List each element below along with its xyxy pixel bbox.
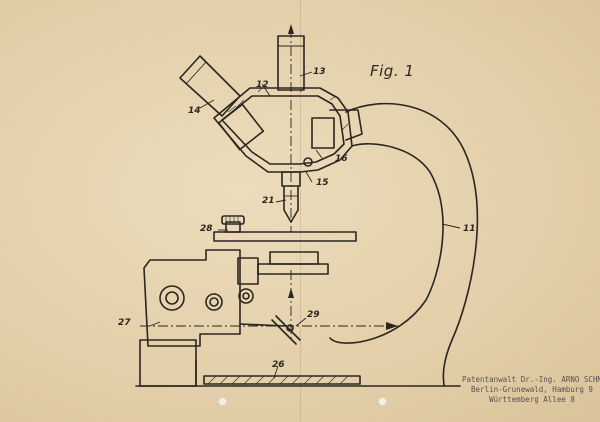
label-11: 11 bbox=[463, 224, 476, 234]
label-26: 26 bbox=[272, 360, 285, 370]
illumination-arrow bbox=[386, 322, 398, 330]
stamp-line-2: Berlin-Grunewald, Hamburg 9 bbox=[471, 385, 593, 394]
label-13: 13 bbox=[313, 67, 326, 77]
mirror bbox=[239, 315, 301, 345]
stage bbox=[213, 215, 357, 242]
label-14: 14 bbox=[188, 106, 201, 116]
stand-arm bbox=[329, 102, 479, 387]
label-28: 28 bbox=[200, 224, 213, 234]
vertical-tube bbox=[277, 35, 305, 91]
leader-lines bbox=[149, 71, 461, 379]
label-27: 27 bbox=[118, 318, 131, 328]
base bbox=[135, 249, 461, 387]
punch-hole-left bbox=[218, 397, 227, 406]
label-29: 29 bbox=[307, 310, 320, 320]
paper-fold-line bbox=[300, 0, 301, 422]
figure-title: Fig. 1 bbox=[370, 62, 415, 80]
objective bbox=[281, 171, 301, 223]
label-16: 16 bbox=[335, 154, 348, 164]
attorney-stamp: Patentanwalt Dr.-Ing. ARNO SCHMIDT Berli… bbox=[462, 375, 600, 405]
condenser bbox=[237, 251, 329, 285]
label-21: 21 bbox=[262, 196, 275, 206]
label-12: 12 bbox=[256, 80, 269, 90]
stamp-line-3: Württemberg Allee 8 bbox=[489, 395, 575, 404]
head-housing bbox=[213, 87, 363, 173]
punch-hole-right bbox=[378, 397, 387, 406]
stamp-line-1: Patentanwalt Dr.-Ing. ARNO SCHMIDT bbox=[462, 375, 600, 384]
axis-arrow-lower bbox=[288, 288, 294, 298]
label-15: 15 bbox=[316, 178, 329, 188]
axis-arrow-top bbox=[288, 24, 294, 34]
